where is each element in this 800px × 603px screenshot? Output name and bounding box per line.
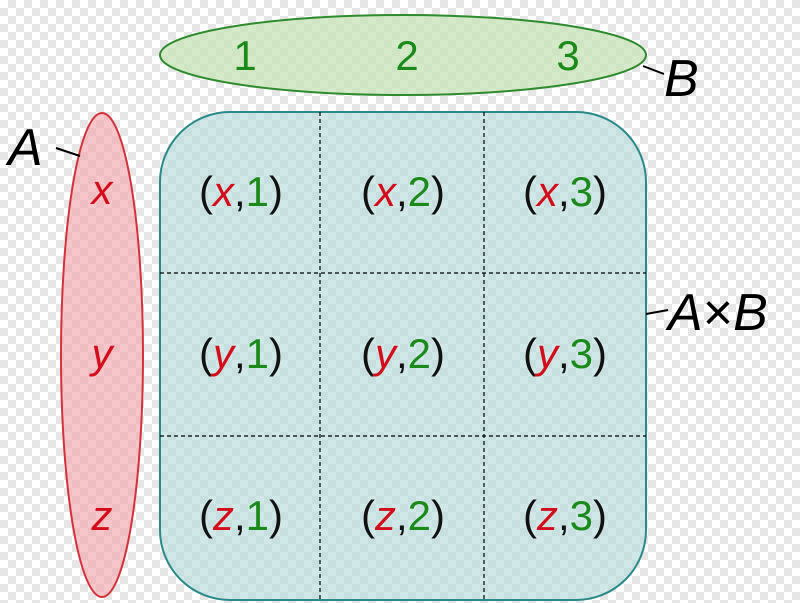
pair-close-paren: ) (269, 330, 283, 377)
product-label-operator: × (703, 284, 733, 342)
pair-open-paren: ( (199, 330, 213, 377)
pair-open-paren: ( (361, 330, 375, 377)
pair-second-element: 2 (408, 330, 431, 377)
pair-first-element: z (374, 492, 396, 539)
pair-close-paren: ) (431, 168, 445, 215)
pair-open-paren: ( (199, 168, 213, 215)
pair-second-element: 1 (246, 330, 269, 377)
pair-close-paren: ) (269, 492, 283, 539)
product-label-left: A (665, 284, 703, 342)
pair-close-paren: ) (593, 330, 607, 377)
set-a-element: x (90, 166, 115, 213)
set-a-label: A (5, 119, 43, 177)
pair-separator: , (396, 492, 408, 539)
pair-first-element: x (211, 168, 236, 215)
pair-open-paren: ( (361, 168, 375, 215)
set-a-ellipse (60, 112, 144, 598)
pair-second-element: 3 (570, 330, 593, 377)
pair-second-element: 1 (246, 492, 269, 539)
set-a-element: y (89, 330, 116, 377)
set-b-element: 2 (395, 32, 418, 79)
pair-open-paren: ( (199, 492, 213, 539)
pair-separator: , (558, 492, 570, 539)
pair-first-element: z (212, 492, 234, 539)
pair-close-paren: ) (431, 330, 445, 377)
pair-cell: (x,2) (361, 168, 445, 215)
pair-separator: , (234, 168, 246, 215)
pair-cell: (z,2) (361, 492, 445, 539)
set-b-ellipse (159, 14, 647, 96)
pair-separator: , (396, 168, 408, 215)
pair-separator: , (396, 330, 408, 377)
set-a-element: z (91, 492, 113, 539)
pair-cell: (y,1) (199, 330, 283, 377)
product-label-right: B (733, 284, 768, 342)
pair-second-element: 3 (570, 492, 593, 539)
pair-first-element: y (372, 330, 399, 377)
pair-cell: (y,2) (361, 330, 445, 377)
product-label: A×B (665, 284, 768, 342)
pair-separator: , (558, 168, 570, 215)
pair-close-paren: ) (593, 168, 607, 215)
pair-first-element: y (210, 330, 237, 377)
pair-close-paren: ) (431, 492, 445, 539)
pair-close-paren: ) (593, 492, 607, 539)
set-a-leader-line (55, 147, 81, 157)
set-b-label: B (664, 50, 699, 108)
set-b-leader-line (642, 65, 665, 75)
pair-close-paren: ) (269, 168, 283, 215)
pair-cell: (x,3) (523, 168, 607, 215)
set-b-element: 1 (233, 32, 256, 79)
pair-separator: , (558, 330, 570, 377)
pair-second-element: 1 (246, 168, 269, 215)
pair-second-element: 2 (408, 492, 431, 539)
pair-cell: (y,3) (523, 330, 607, 377)
pair-first-element: y (534, 330, 561, 377)
pair-first-element: z (536, 492, 558, 539)
pair-cell: (z,3) (523, 492, 607, 539)
pair-open-paren: ( (523, 168, 537, 215)
pair-open-paren: ( (361, 492, 375, 539)
pair-open-paren: ( (523, 492, 537, 539)
pair-first-element: x (373, 168, 398, 215)
pair-cell: (z,1) (199, 492, 283, 539)
product-leader-line (645, 309, 669, 315)
pair-cell: (x,1) (199, 168, 283, 215)
pair-second-element: 2 (408, 168, 431, 215)
pair-separator: , (234, 492, 246, 539)
pair-second-element: 3 (570, 168, 593, 215)
pair-separator: , (234, 330, 246, 377)
set-b-element: 3 (556, 32, 579, 79)
product-region (159, 111, 647, 601)
pair-open-paren: ( (523, 330, 537, 377)
pair-first-element: x (535, 168, 560, 215)
